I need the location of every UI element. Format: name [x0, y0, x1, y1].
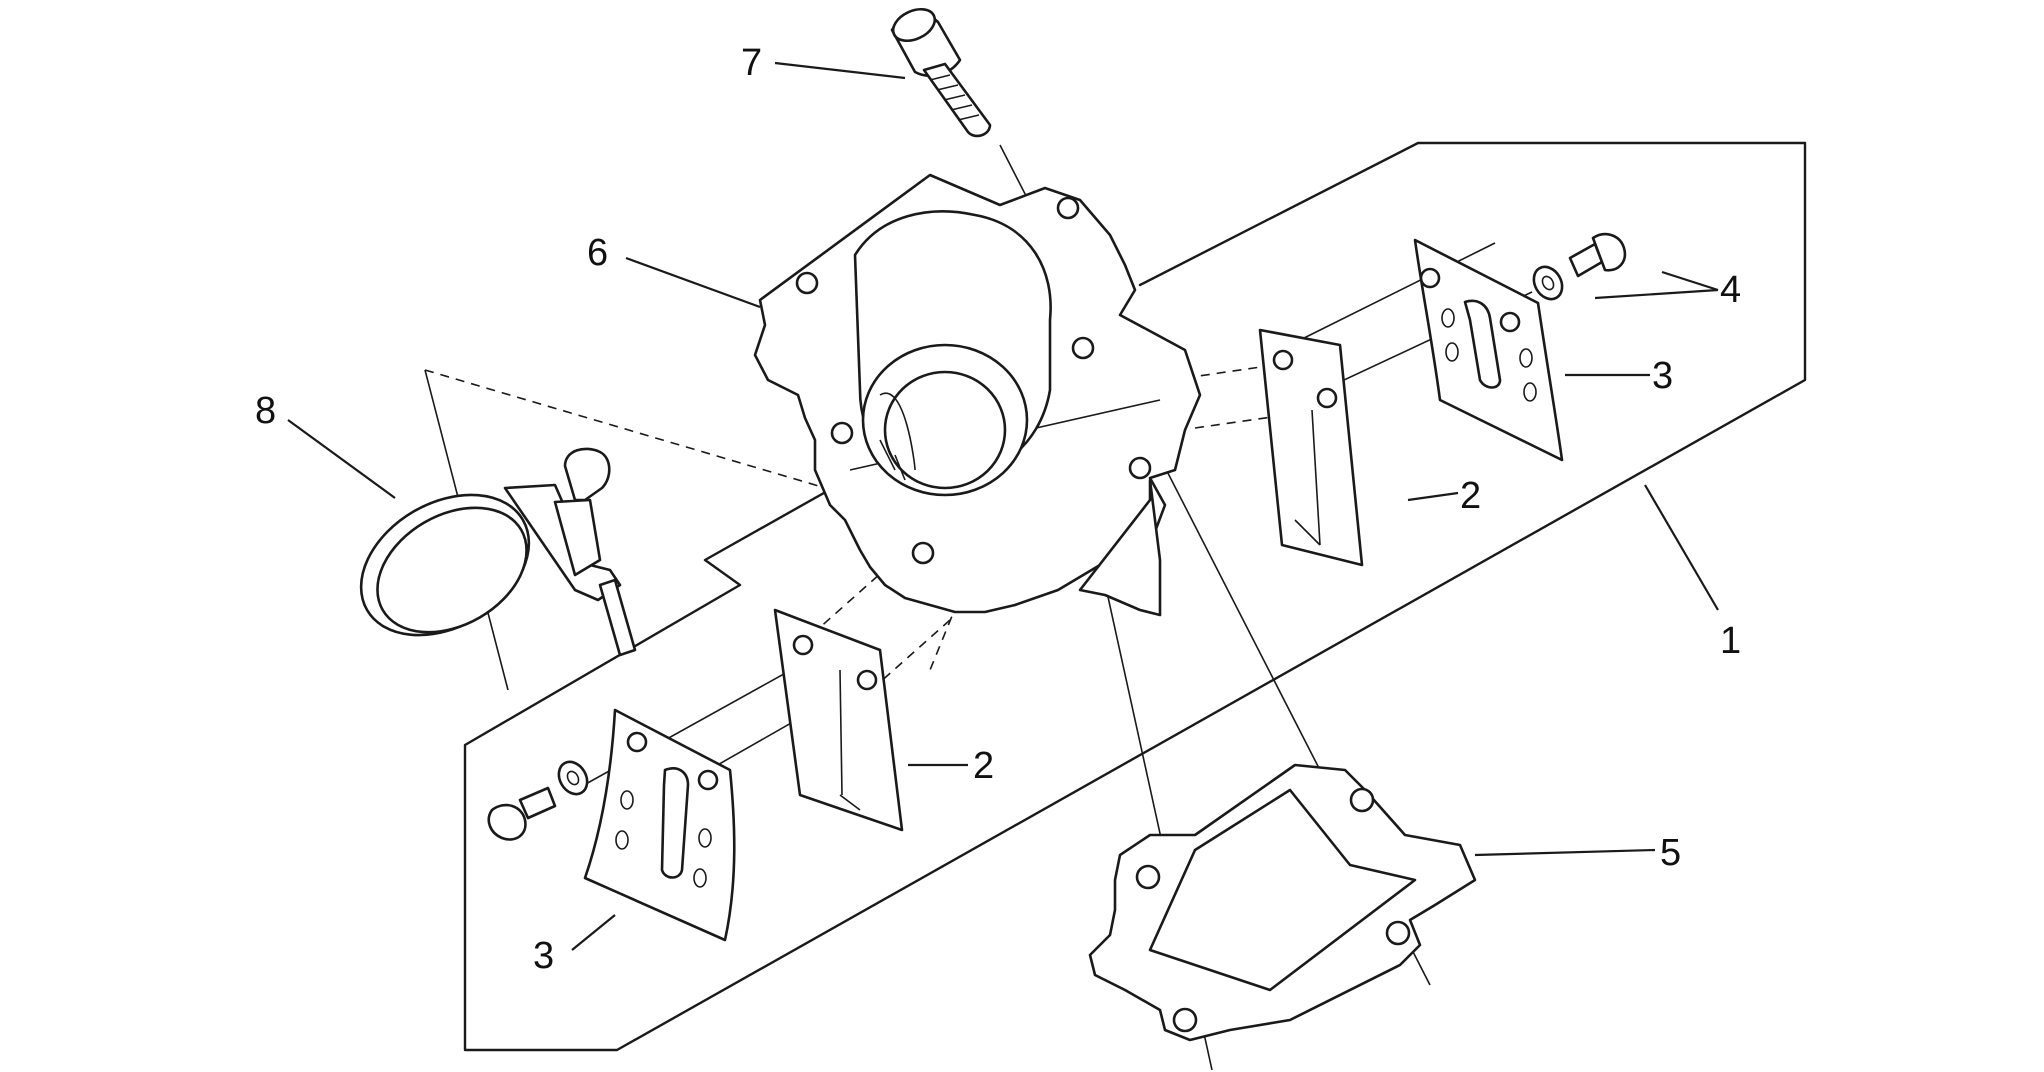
- callout-6: 6: [587, 232, 608, 274]
- callout-8: 8: [255, 390, 276, 432]
- reed-petal-right: [1258, 328, 1364, 567]
- hose-clamp: [359, 447, 637, 657]
- callout-5: 5: [1660, 832, 1681, 874]
- reed-plate-right: [1413, 238, 1564, 462]
- screw-washer-left: [487, 760, 589, 841]
- callout-labels: 7 6 8 4 3 2 1 2 5 3: [255, 42, 1741, 977]
- reed-petal-left: [773, 608, 904, 832]
- intake-manifold: [753, 173, 1202, 617]
- callout-7: 7: [741, 42, 762, 84]
- socket-head-screw: [890, 7, 992, 138]
- callout-2-left: 2: [973, 745, 994, 787]
- callout-1: 1: [1720, 620, 1741, 662]
- callout-3-right: 3: [1652, 355, 1673, 397]
- callout-2-right: 2: [1460, 475, 1481, 517]
- manifold-gasket: [1088, 763, 1477, 1042]
- screw-washer-right: [1532, 232, 1627, 301]
- callout-4: 4: [1720, 269, 1741, 311]
- reed-plate-left: [583, 708, 736, 942]
- callout-3-left: 3: [533, 935, 554, 977]
- kit-boundary-outline: [463, 141, 1807, 1052]
- leader-lines: [287, 61, 1719, 951]
